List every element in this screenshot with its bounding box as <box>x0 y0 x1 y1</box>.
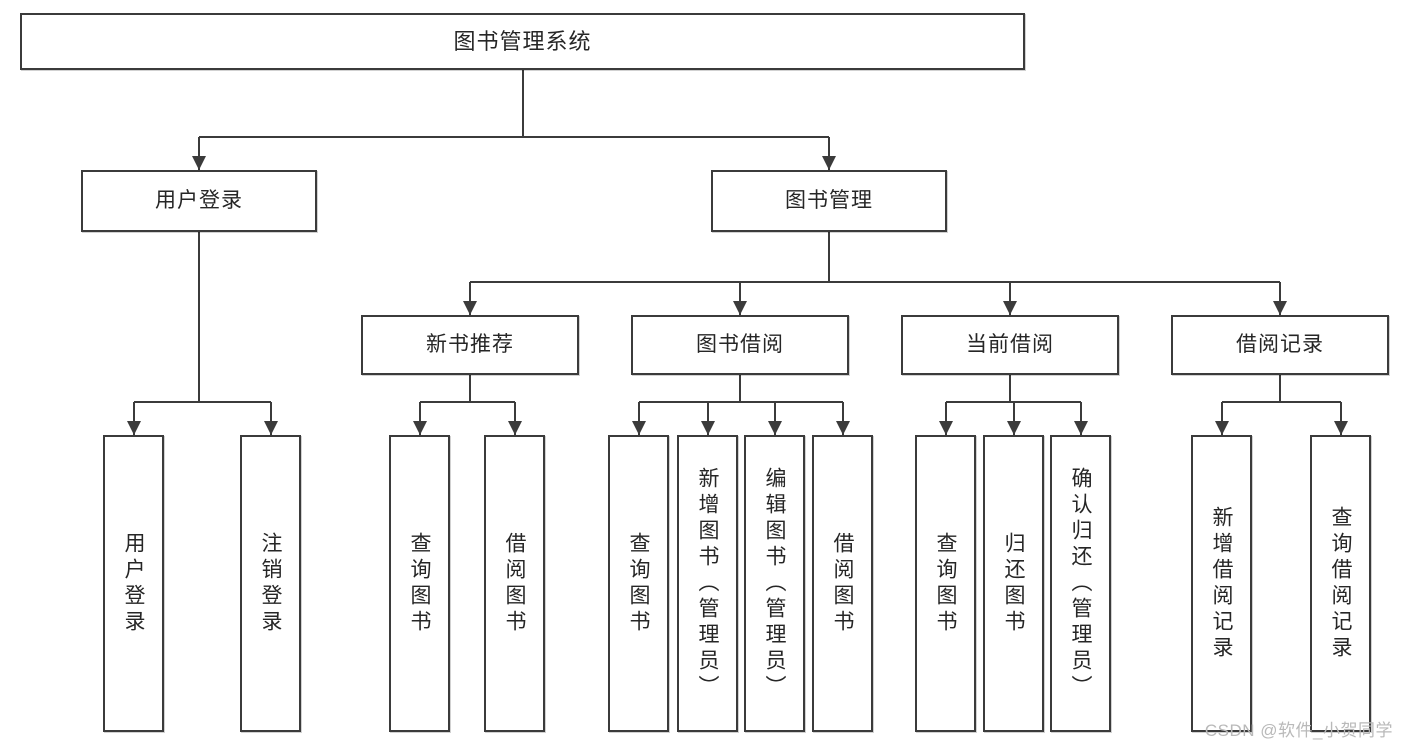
node-leaf-user-login[interactable]: 用户登录 <box>103 435 164 732</box>
connector-vertical <box>132 402 135 435</box>
connector-vertical <box>521 70 524 137</box>
connector-horizontal <box>638 401 843 403</box>
connector-horizontal <box>133 401 271 403</box>
node-label: 新增图书（管理员） <box>696 466 719 701</box>
node-label: 查询图书 <box>408 531 431 636</box>
arrowhead-icon <box>835 421 850 435</box>
node-label: 查询图书 <box>934 531 957 636</box>
node-leaf-query-book-2[interactable]: 查询图书 <box>608 435 669 732</box>
node-leaf-borrow-book-2[interactable]: 借阅图书 <box>812 435 873 732</box>
node-label: 图书管理 <box>785 188 873 212</box>
node-label: 归还图书 <box>1002 531 1025 636</box>
node-label: 图书管理系统 <box>453 28 592 54</box>
node-user-login[interactable]: 用户登录 <box>81 170 317 232</box>
connector-vertical <box>269 402 272 435</box>
connector-vertical <box>841 402 844 435</box>
connector-vertical <box>1079 402 1082 435</box>
arrowhead-icon <box>412 421 427 435</box>
node-label: 图书借阅 <box>696 332 784 356</box>
arrowhead-icon <box>1214 421 1229 435</box>
connector-vertical <box>1012 402 1015 435</box>
node-label: 用户登录 <box>155 188 243 212</box>
arrowhead-icon <box>1273 301 1287 315</box>
connector-vertical <box>418 402 421 435</box>
node-label: 编辑图书（管理员） <box>763 466 786 701</box>
arrowhead-icon <box>1333 421 1348 435</box>
node-label: 注销登录 <box>259 531 282 636</box>
node-leaf-borrow-book-1[interactable]: 借阅图书 <box>484 435 545 732</box>
arrowhead-icon <box>507 421 522 435</box>
arrowhead-icon <box>463 301 477 315</box>
connector-vertical <box>198 232 200 402</box>
connector-horizontal <box>419 401 515 403</box>
connector-vertical <box>739 375 741 402</box>
node-label: 查询借阅记录 <box>1329 505 1352 662</box>
connector-horizontal <box>470 281 1280 283</box>
connector-vertical <box>739 282 741 315</box>
node-leaf-logout[interactable]: 注销登录 <box>240 435 301 732</box>
connector-vertical <box>944 402 947 435</box>
arrowhead-icon <box>263 421 278 435</box>
connector-vertical <box>828 232 830 282</box>
node-new-book-rec[interactable]: 新书推荐 <box>361 315 579 375</box>
node-label: 当前借阅 <box>966 332 1054 356</box>
arrowhead-icon <box>1003 301 1017 315</box>
node-label: 确认归还（管理员） <box>1069 466 1092 701</box>
arrowhead-icon <box>700 421 715 435</box>
node-leaf-query-book-1[interactable]: 查询图书 <box>389 435 450 732</box>
connector-vertical <box>828 137 830 170</box>
connector-vertical <box>773 402 776 435</box>
arrowhead-icon <box>192 156 206 170</box>
arrowhead-icon <box>938 421 953 435</box>
watermark-text: CSDN @软件_小贺同学 <box>1204 721 1393 740</box>
connector-horizontal <box>1221 401 1341 403</box>
arrowhead-icon <box>733 301 747 315</box>
node-label: 借阅记录 <box>1236 332 1324 356</box>
node-leaf-confirm-return[interactable]: 确认归还（管理员） <box>1050 435 1111 732</box>
node-label: 借阅图书 <box>831 531 854 636</box>
connector-vertical <box>1339 402 1342 435</box>
connector-vertical <box>1009 282 1011 315</box>
node-leaf-query-record[interactable]: 查询借阅记录 <box>1310 435 1371 732</box>
arrowhead-icon <box>822 156 836 170</box>
connector-vertical <box>1009 375 1011 402</box>
node-leaf-return-book[interactable]: 归还图书 <box>983 435 1044 732</box>
node-label: 查询图书 <box>627 531 650 636</box>
connector-vertical <box>637 402 640 435</box>
arrowhead-icon <box>126 421 141 435</box>
connector-vertical <box>1279 282 1281 315</box>
node-root[interactable]: 图书管理系统 <box>20 13 1025 70</box>
node-leaf-query-book-3[interactable]: 查询图书 <box>915 435 976 732</box>
node-leaf-edit-book[interactable]: 编辑图书（管理员） <box>744 435 805 732</box>
connector-vertical <box>198 137 200 170</box>
arrowhead-icon <box>631 421 646 435</box>
node-leaf-add-book[interactable]: 新增图书（管理员） <box>677 435 738 732</box>
node-label: 新书推荐 <box>426 332 514 356</box>
node-leaf-add-record[interactable]: 新增借阅记录 <box>1191 435 1252 732</box>
arrowhead-icon <box>1073 421 1088 435</box>
node-label: 新增借阅记录 <box>1210 505 1233 662</box>
connector-vertical <box>1220 402 1223 435</box>
connector-vertical <box>469 282 471 315</box>
connector-vertical <box>469 375 471 402</box>
node-borrow-record[interactable]: 借阅记录 <box>1171 315 1389 375</box>
node-label: 用户登录 <box>122 531 145 636</box>
node-book-borrow[interactable]: 图书借阅 <box>631 315 849 375</box>
node-book-manage[interactable]: 图书管理 <box>711 170 947 232</box>
connector-vertical <box>706 402 709 435</box>
node-label: 借阅图书 <box>503 531 526 636</box>
connector-vertical <box>513 402 516 435</box>
connector-vertical <box>1279 375 1281 402</box>
arrowhead-icon <box>767 421 782 435</box>
arrowhead-icon <box>1006 421 1021 435</box>
node-current-borrow[interactable]: 当前借阅 <box>901 315 1119 375</box>
connector-horizontal <box>199 136 829 138</box>
